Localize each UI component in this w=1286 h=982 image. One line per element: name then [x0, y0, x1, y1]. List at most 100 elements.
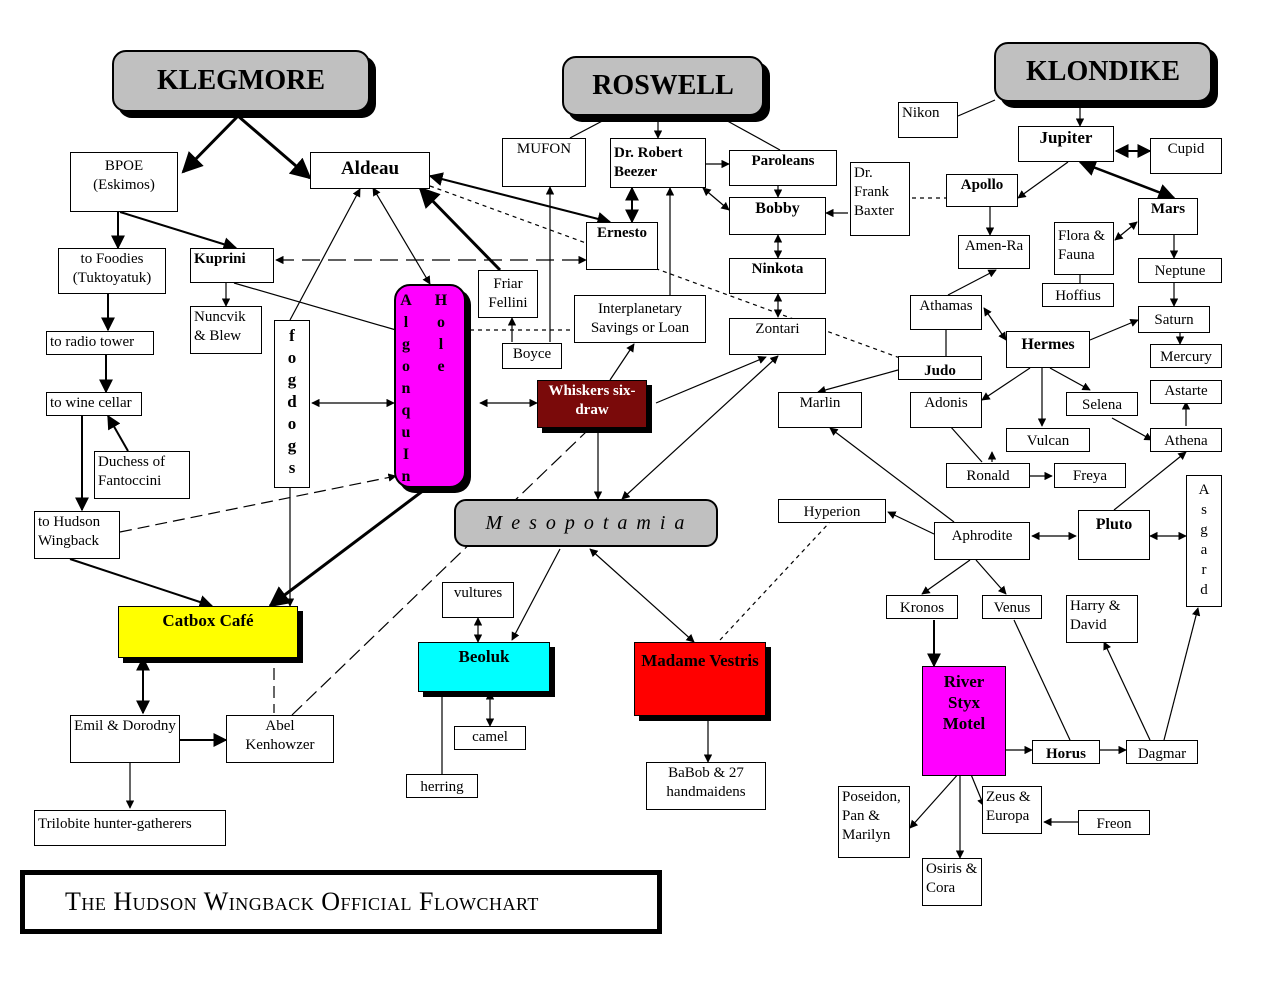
- algonquin-letter: u: [401, 424, 411, 441]
- node-herring: herring: [406, 774, 478, 798]
- hole-letter: l: [438, 336, 444, 353]
- node-pluto: Pluto: [1078, 510, 1150, 560]
- node-mufon: MUFON: [502, 138, 586, 187]
- algonquin-letter: I: [402, 446, 410, 463]
- node-to-radio-tower: to radio tower: [46, 331, 154, 355]
- asgard-letter: d: [1200, 582, 1208, 598]
- node-venus: Venus: [982, 595, 1042, 619]
- algonquin-column: A l g o n q u I n: [399, 290, 413, 488]
- algonquin-letter: A: [400, 292, 412, 309]
- node-to-hudson-wingback: to Hudson Wingback: [34, 511, 120, 559]
- node-duchess: Duchess of Fantoccini: [94, 451, 190, 499]
- node-fogdogs: f o g d o g s: [274, 320, 310, 488]
- node-nikon: Nikon: [898, 102, 958, 138]
- node-poseidon: Poseidon, Pan & Marilyn: [838, 786, 910, 858]
- node-kuprini: Kuprini: [190, 248, 274, 283]
- node-asgard: A s g a r d: [1186, 475, 1222, 607]
- node-amen-ra: Amen-Ra: [958, 235, 1030, 269]
- node-zeus-europa: Zeus & Europa: [982, 786, 1042, 834]
- node-judo: Judo: [898, 356, 982, 380]
- node-kronos: Kronos: [886, 595, 958, 619]
- fogdogs-letter: o: [287, 348, 297, 367]
- node-bpoe: BPOE (Eskimos): [70, 152, 178, 212]
- node-dagmar: Dagmar: [1126, 740, 1198, 764]
- node-jupiter: Jupiter: [1018, 126, 1114, 162]
- node-friar-fellini: Friar Fellini: [478, 270, 538, 318]
- node-paroleans: Paroleans: [729, 150, 837, 186]
- node-athamas: Athamas: [910, 295, 982, 330]
- node-adonis: Adonis: [910, 392, 982, 428]
- node-ernesto: Ernesto: [586, 222, 658, 270]
- algonquin-letter: n: [401, 468, 411, 485]
- node-harry-david: Harry & David: [1066, 595, 1138, 643]
- node-freon: Freon: [1078, 810, 1150, 835]
- node-madame-vestris: Madame Vestris: [634, 642, 766, 716]
- node-flora-fauna: Flora & Fauna: [1054, 222, 1114, 275]
- fogdogs-letter: g: [287, 436, 297, 455]
- node-camel: camel: [454, 726, 526, 750]
- node-mercury: Mercury: [1150, 344, 1222, 368]
- node-athena: Athena: [1150, 428, 1222, 452]
- fogdogs-letter: d: [287, 392, 297, 411]
- node-hermes: Hermes: [1006, 331, 1090, 368]
- node-cupid: Cupid: [1150, 138, 1222, 174]
- node-vulcan: Vulcan: [1006, 428, 1090, 452]
- node-neptune: Neptune: [1138, 258, 1222, 283]
- asgard-letter: s: [1201, 502, 1207, 518]
- klegmore-header: KLEGMORE: [112, 50, 370, 112]
- node-interplanetary: Interplanetary Savings or Loan: [574, 295, 706, 343]
- roswell-header: ROSWELL: [562, 56, 764, 116]
- algonquin-letter: n: [401, 380, 411, 397]
- hole-letter: e: [437, 358, 445, 375]
- node-ninkota: Ninkota: [729, 258, 826, 294]
- node-babob: BaBob & 27 handmaidens: [646, 762, 766, 810]
- asgard-letter: A: [1198, 482, 1210, 498]
- node-algonquin-hole: A l g o n q u I n H o l e: [394, 284, 466, 488]
- asgard-letter: g: [1200, 522, 1208, 538]
- node-to-wine-cellar: to wine cellar: [46, 392, 142, 416]
- node-hyperion: Hyperion: [778, 499, 886, 523]
- node-robert-beezer: Dr. Robert Beezer: [610, 138, 706, 188]
- asgard-letter: a: [1200, 542, 1208, 558]
- node-frank-baxter: Dr. Frank Baxter: [850, 162, 910, 236]
- algonquin-letter: o: [402, 358, 410, 375]
- node-zontari: Zontari: [729, 318, 826, 355]
- node-mars: Mars: [1138, 198, 1198, 235]
- algonquin-letter: l: [403, 314, 409, 331]
- node-emil-dorodny: Emil & Dorodny: [70, 715, 180, 763]
- asgard-letter: r: [1201, 562, 1207, 578]
- node-catbox-cafe: Catbox Café: [118, 606, 298, 658]
- hole-letter: H: [434, 292, 448, 309]
- node-marlin: Marlin: [778, 392, 862, 428]
- node-mesopotamia: M e s o p o t a m i a: [454, 499, 718, 547]
- node-trilobite: Trilobite hunter-gatherers: [34, 810, 226, 846]
- node-beoluk: Beoluk: [418, 642, 550, 692]
- node-boyce: Boyce: [502, 343, 562, 369]
- node-aldeau: Aldeau: [310, 152, 430, 189]
- node-ronald: Ronald: [946, 463, 1030, 488]
- algonquin-letter: g: [402, 336, 410, 353]
- fogdogs-letter: s: [288, 458, 296, 477]
- node-river-styx-motel: River Styx Motel: [922, 666, 1006, 776]
- node-nuncvik: Nuncvik & Blew: [190, 306, 262, 354]
- node-hoffius: Hoffius: [1042, 283, 1114, 307]
- algonquin-letter: q: [401, 402, 411, 419]
- fogdogs-letter: g: [287, 370, 297, 389]
- fogdogs-letter: f: [289, 326, 295, 345]
- fogdogs-letter: o: [287, 414, 297, 433]
- node-vultures: vultures: [442, 582, 514, 618]
- hole-letter: o: [437, 314, 445, 331]
- node-to-foodies: to Foodies (Tuktoyatuk): [58, 248, 166, 294]
- node-aphrodite: Aphrodite: [934, 522, 1030, 560]
- node-freya: Freya: [1054, 463, 1126, 488]
- node-astarte: Astarte: [1150, 380, 1222, 404]
- hole-column: H o l e: [434, 290, 448, 378]
- node-selena: Selena: [1066, 392, 1138, 416]
- node-whiskers: Whiskers six-draw: [537, 380, 647, 428]
- chart-title: The Hudson Wingback Official Flowchart: [20, 870, 662, 934]
- klondike-header: KLONDIKE: [994, 42, 1212, 102]
- node-bobby: Bobby: [729, 197, 826, 235]
- node-abel-kenhowzer: Abel Kenhowzer: [226, 715, 334, 763]
- node-apollo: Apollo: [946, 174, 1018, 207]
